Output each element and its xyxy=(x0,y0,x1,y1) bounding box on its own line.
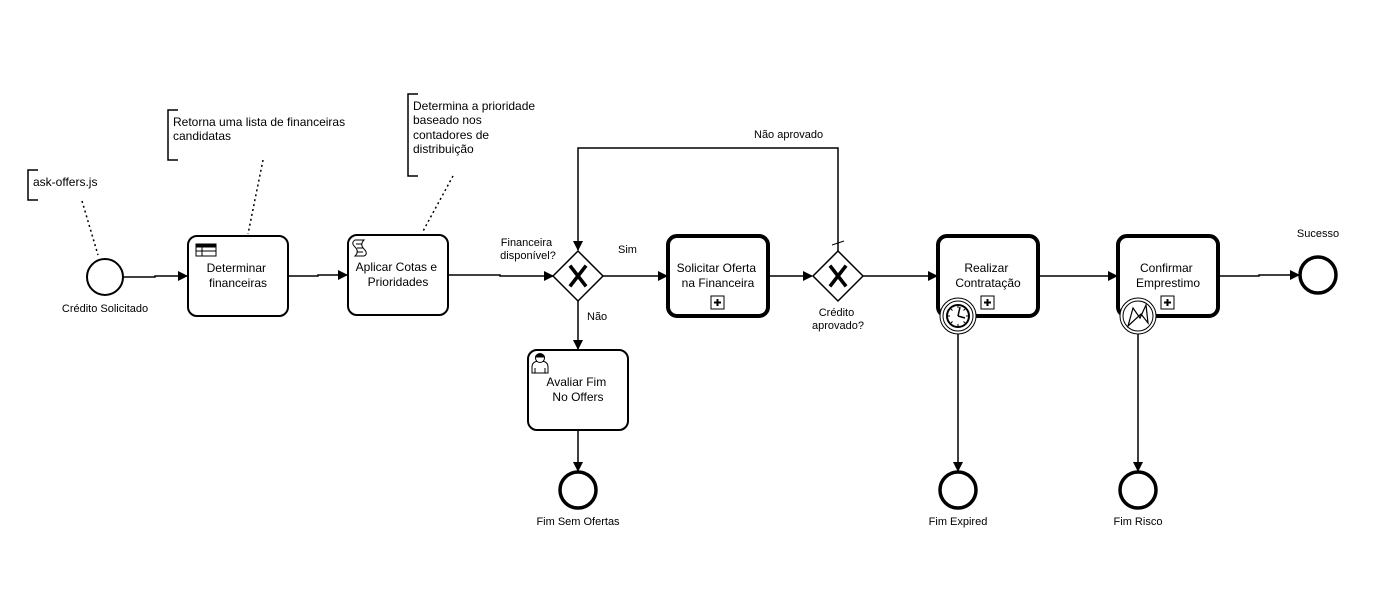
end-event-fim-expired[interactable]: Fim Expired xyxy=(929,470,988,528)
task-determinar-financeiras[interactable]: Determinar financeiras xyxy=(187,235,289,317)
svg-text:Sucesso: Sucesso xyxy=(1297,228,1339,240)
svg-text:Fim Risco: Fim Risco xyxy=(1114,516,1163,528)
gateway-credito-aprovado[interactable]: Crédito aprovado? xyxy=(811,249,865,332)
svg-text:Financeira disponível?: Financeira disponível? xyxy=(500,237,556,262)
task-avaliar-fim[interactable]: Avaliar Fim No Offers xyxy=(527,349,629,431)
svg-text:Fim Expired: Fim Expired xyxy=(929,516,988,528)
flow-aplicar-to-g1 xyxy=(448,271,554,281)
end-event-fim-risco[interactable]: Fim Risco xyxy=(1114,470,1163,528)
gateway-financeira-disponivel[interactable]: Financeira disponível? xyxy=(500,237,605,303)
flow-determinar-to-aplicar xyxy=(288,270,348,280)
end-event-fim-sem-ofertas[interactable]: Fim Sem Ofertas xyxy=(536,470,620,528)
svg-text:Determinar financeiras: Determinar financeiras xyxy=(207,261,270,290)
flow-g2-loop-back xyxy=(573,147,839,251)
user-icon xyxy=(531,353,549,374)
flow-label-nao: Não xyxy=(587,311,607,323)
start-event-label: Crédito Solicitado xyxy=(62,303,148,315)
task-solicitar-oferta[interactable]: Solicitar Oferta na Financeira xyxy=(666,234,770,318)
svg-text:Realizar Contratação: Realizar Contratação xyxy=(955,261,1021,290)
annotation-ask-offers: ask-offers.js xyxy=(27,169,99,256)
exclusive-x-icon xyxy=(568,264,588,288)
annotation-retorna-lista: Retorna uma lista de financeiras candida… xyxy=(167,109,345,235)
svg-text:Solicitar Oferta na Fina: Solicitar Oferta na Financeira xyxy=(677,261,760,290)
business-rule-icon xyxy=(195,243,217,257)
subprocess-marker-icon xyxy=(710,295,725,310)
timer-icon xyxy=(946,304,970,328)
svg-text:Aplicar Cotas e Priorida: Aplicar Cotas e Prioridades xyxy=(356,260,441,289)
svg-text:candidatas: candidatas xyxy=(173,129,231,143)
subprocess-marker-icon xyxy=(980,295,995,310)
error-icon xyxy=(1126,302,1149,328)
sequence-flows xyxy=(123,147,1300,472)
flow-start-to-determinar xyxy=(123,271,188,281)
task-confirmar-emprestimo[interactable]: Confirmar Emprestimo xyxy=(1116,234,1220,318)
end-event-sucesso[interactable]: Sucesso xyxy=(1297,228,1339,295)
boundary-timer-event[interactable] xyxy=(939,297,977,335)
svg-text:Fim Sem Ofertas: Fim Sem Ofertas xyxy=(536,516,620,528)
boundary-error-event[interactable] xyxy=(1119,297,1157,335)
svg-text:Crédito aprovado?: Crédito aprovado? xyxy=(812,307,864,332)
svg-text:baseado nos: baseado nos xyxy=(413,113,482,127)
subprocess-marker-icon xyxy=(1160,295,1175,310)
svg-text:contadores de: contadores de xyxy=(413,128,489,142)
start-event-credito-solicitado[interactable]: Crédito Solicitado xyxy=(62,258,148,315)
exclusive-x-icon xyxy=(828,264,848,288)
script-icon xyxy=(352,239,367,257)
task-aplicar-cotas[interactable]: Aplicar Cotas e Prioridades xyxy=(347,234,449,316)
default-flow-marker xyxy=(831,240,845,246)
flow-label-sim: Sim xyxy=(618,244,637,256)
svg-text:Determina a prioridade: Determina a prioridade xyxy=(413,99,535,113)
svg-text:distribuição: distribuição xyxy=(413,142,474,156)
task-realizar-contratacao[interactable]: Realizar Contratação xyxy=(936,234,1040,318)
flow-confirmar-to-success xyxy=(1219,270,1300,280)
svg-text:Avaliar Fim No Offers: Avaliar Fim No Offers xyxy=(546,375,609,404)
flow-label-nao-aprovado: Não aprovado xyxy=(754,129,823,141)
svg-text:Confirmar Emprestimo: Confirmar Emprestimo xyxy=(1136,261,1200,290)
svg-text:ask-offers.js: ask-offers.js xyxy=(33,175,97,189)
svg-text:Retorna uma lista de financeir: Retorna uma lista de financeiras xyxy=(173,115,345,129)
annotation-determina-prioridade: Determina a prioridade baseado nos conta… xyxy=(407,93,535,234)
